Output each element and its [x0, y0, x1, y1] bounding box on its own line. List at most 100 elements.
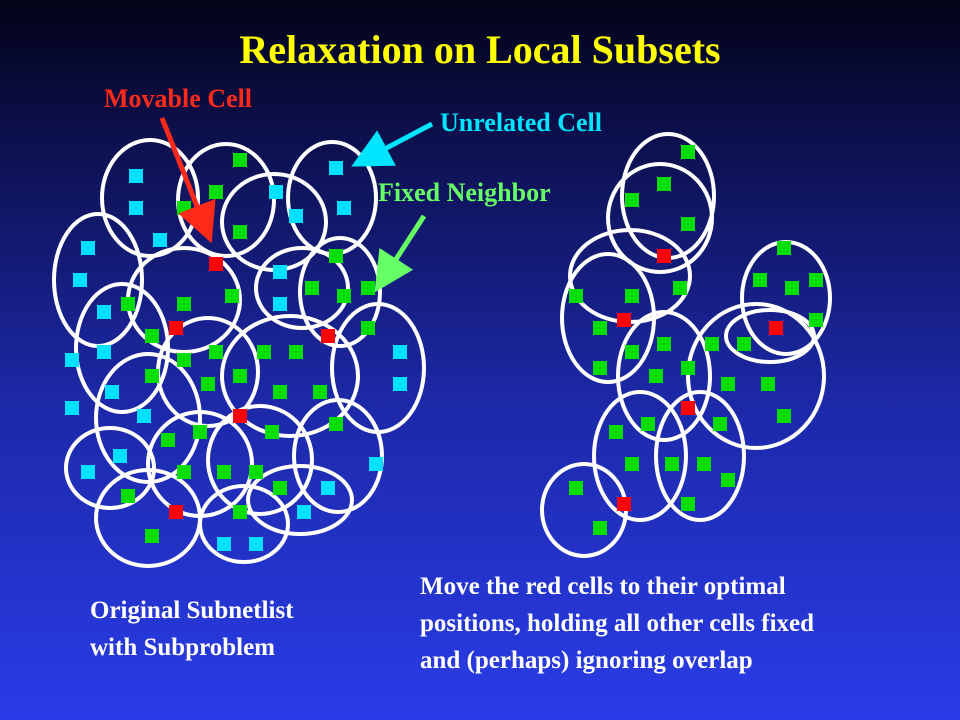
fixed-cell	[753, 273, 767, 287]
movable-cell	[321, 329, 335, 343]
fixed-cell	[361, 281, 375, 295]
fixed-cell	[593, 321, 607, 335]
fixed-cell	[273, 481, 287, 495]
net-ellipse	[654, 390, 746, 522]
fixed-cell	[289, 345, 303, 359]
movable-cell-label: Movable Cell	[104, 84, 253, 113]
fixed-cell	[145, 529, 159, 543]
unrelated-cell	[269, 185, 283, 199]
net-ellipse	[740, 240, 832, 356]
net-ellipse	[724, 308, 816, 364]
fixed-cell	[209, 345, 223, 359]
fixed-cell	[681, 145, 695, 159]
movable-cell	[681, 401, 695, 415]
unrelated-cell	[337, 201, 351, 215]
unrelated-cell	[321, 481, 335, 495]
net-ellipse	[568, 228, 692, 324]
unrelated-cell	[73, 273, 87, 287]
unrelated-cell	[329, 161, 343, 175]
unrelated-cell	[137, 409, 151, 423]
fixed-cell	[665, 457, 679, 471]
left-caption-line: with Subproblem	[90, 634, 276, 661]
fixed-cell	[697, 457, 711, 471]
fixed-cell	[657, 177, 671, 191]
unrelated-cell	[217, 537, 231, 551]
unrelated-cell	[65, 353, 79, 367]
fixed-cell	[265, 425, 279, 439]
fixed-cell	[145, 369, 159, 383]
fixed-cell	[177, 297, 191, 311]
movable-arrow	[159, 117, 216, 244]
fixed-cell	[329, 249, 343, 263]
left-cells	[65, 153, 407, 551]
right-nets	[540, 132, 832, 558]
net-ellipse	[330, 302, 426, 434]
fixed-cell	[713, 417, 727, 431]
fixed-cell	[641, 417, 655, 431]
fixed-cell	[233, 225, 247, 239]
unrelated-cell	[81, 241, 95, 255]
net-ellipse	[176, 142, 276, 258]
unrelated-cell	[297, 505, 311, 519]
movable-cell	[169, 505, 183, 519]
fixed-cell	[161, 433, 175, 447]
fixed-cell	[609, 425, 623, 439]
fixed-cell	[177, 465, 191, 479]
fixed-cell	[625, 345, 639, 359]
unrelated-cell	[393, 345, 407, 359]
fixed-cell	[329, 417, 343, 431]
fixed-cell	[177, 353, 191, 367]
fixed-cell	[569, 481, 583, 495]
unrelated-cell	[113, 449, 127, 463]
unrelated-cell	[129, 169, 143, 183]
unrelated-cell-label: Unrelated Cell	[440, 108, 602, 137]
unrelated-cell	[97, 345, 111, 359]
unrelated-arrow	[351, 121, 434, 167]
net-ellipse	[64, 426, 156, 510]
fixed-cell	[681, 217, 695, 231]
right-cells	[569, 145, 823, 535]
fixed-cell	[673, 281, 687, 295]
fixed-cell	[657, 337, 671, 351]
fixed-cell	[273, 385, 287, 399]
right-caption-line: Move the red cells to their optimal	[420, 573, 786, 600]
net-ellipse	[52, 212, 144, 348]
right-caption-line: and (perhaps) ignoring overlap	[420, 647, 753, 674]
fixed-cell	[761, 377, 775, 391]
fixed-cell	[569, 289, 583, 303]
fixed-cell	[193, 425, 207, 439]
unrelated-cell	[129, 201, 143, 215]
fixed-neighbor-label: Fixed Neighbor	[378, 178, 551, 207]
movable-cell	[169, 321, 183, 335]
unrelated-cell	[65, 401, 79, 415]
net-ellipse	[686, 302, 826, 450]
fixed-cell	[625, 289, 639, 303]
fixed-cell	[217, 465, 231, 479]
right-caption-line: positions, holding all other cells fixed	[420, 610, 815, 637]
right-caption: Move the red cells to their optimal posi…	[420, 568, 814, 679]
fixed-neighbor-arrow	[374, 214, 427, 293]
unrelated-cell	[289, 209, 303, 223]
net-ellipse	[94, 352, 202, 484]
net-ellipse	[606, 162, 714, 274]
fixed-cell	[209, 185, 223, 199]
fixed-cell	[681, 497, 695, 511]
fixed-cell	[593, 361, 607, 375]
fixed-cell	[809, 313, 823, 327]
fixed-cell	[233, 505, 247, 519]
fixed-cell	[233, 369, 247, 383]
net-ellipse	[74, 282, 170, 414]
fixed-cell	[121, 489, 135, 503]
slide-title: Relaxation on Local Subsets	[239, 27, 721, 72]
unrelated-cell	[81, 465, 95, 479]
fixed-cell	[337, 289, 351, 303]
fixed-cell	[313, 385, 327, 399]
fixed-cell	[625, 457, 639, 471]
unrelated-cell	[97, 305, 111, 319]
unrelated-cell	[273, 297, 287, 311]
left-caption: Original Subnetlist with Subproblem	[90, 592, 294, 666]
fixed-cell	[625, 193, 639, 207]
fixed-cell	[233, 153, 247, 167]
fixed-cell	[145, 329, 159, 343]
